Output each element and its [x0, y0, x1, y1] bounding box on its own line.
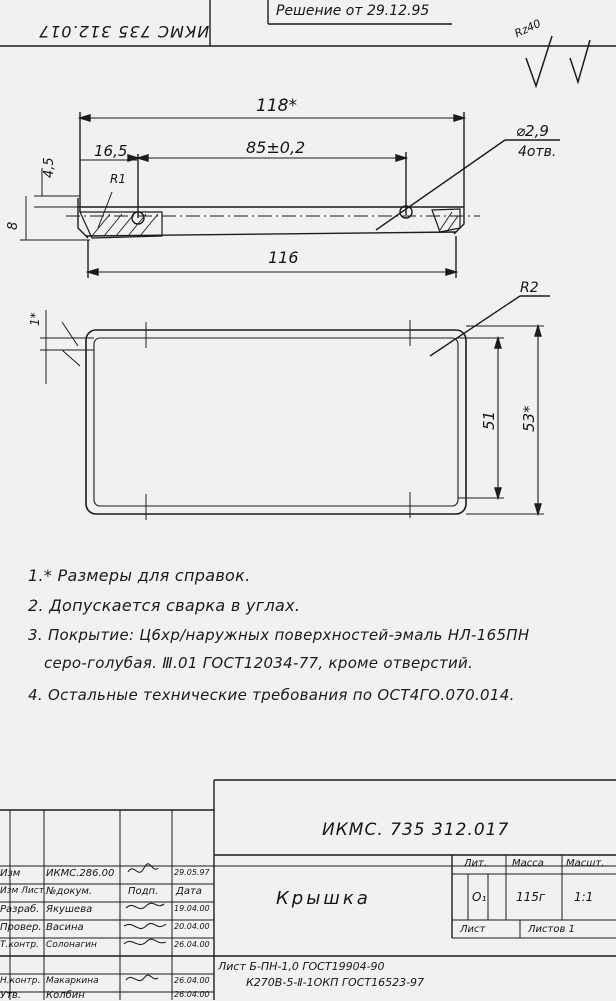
lit-value: О₁	[472, 890, 487, 904]
material-line-1: Лист Б-ПН-1,0 ГОСТ19904-90	[218, 960, 385, 973]
dim-height-small: 4,5	[42, 157, 57, 178]
dim-radius-inner: R1	[110, 172, 126, 186]
row-role: Т.контр.	[0, 940, 40, 950]
row-role: Разраб.	[0, 904, 40, 915]
designation: ИКМС. 735 312.017	[322, 820, 510, 840]
dim-overall-length: 118*	[256, 96, 297, 116]
row-name: Макаркина	[46, 976, 99, 986]
sign-label: Подп.	[128, 886, 159, 897]
row-date: Дата	[176, 886, 202, 897]
sheets-label: Листов 1	[528, 924, 575, 935]
sheet-label: Лист	[460, 924, 486, 935]
row-date: 26.04.00	[174, 990, 210, 999]
dim-height-total: 8	[6, 221, 21, 230]
plan-view	[40, 295, 550, 520]
row-role: Провер.	[0, 922, 42, 933]
scale-value: 1:1	[574, 890, 594, 904]
row-role: Утв.	[0, 990, 21, 1001]
dim-wall-ref: 1*	[28, 312, 42, 326]
row-date: 29.05.97	[174, 868, 210, 877]
note-1: 1.* Размеры для справок.	[28, 566, 251, 585]
mass-label: Масса	[512, 858, 544, 869]
note-4: 4. Остальные технические требования по О…	[28, 686, 515, 704]
revision-note: Решение от 29.12.95	[276, 3, 430, 19]
row-date: 26.04.00	[174, 940, 210, 949]
row-name: Колбин	[46, 990, 85, 1001]
note-3-cont: серо-голубая. Ⅲ.01 ГОСТ12034-77, кроме о…	[44, 654, 474, 672]
side-view	[20, 112, 560, 278]
row-date: 20.04.00	[174, 922, 210, 931]
scale-label: Масшт.	[566, 858, 605, 869]
material-line-2: К270В-5-Ⅱ-1ОКП ГОСТ16523-97	[246, 976, 425, 989]
dim-hole-diameter: ⌀2,9	[516, 122, 549, 140]
dim-inner-width: 51	[480, 410, 498, 430]
row-role: Н.контр.	[0, 976, 41, 986]
row-role: Изм Лист	[0, 886, 44, 896]
dim-base-length: 116	[268, 248, 299, 267]
lit-label: Лит.	[464, 858, 488, 869]
dim-hole-count: 4отв.	[518, 144, 557, 160]
roughness-symbol	[525, 35, 591, 89]
row-name: Якушева	[46, 904, 93, 915]
row-date: 26.04.00	[174, 976, 210, 985]
row-role: Изм	[0, 868, 21, 879]
dim-hole-spacing: 85±0,2	[246, 138, 306, 157]
dim-hole-offset: 16,5	[94, 142, 128, 160]
note-2: 2. Допускается сварка в углах.	[28, 596, 301, 615]
note-3: 3. Покрытие: Ц6хр/наружных поверхностей-…	[28, 626, 530, 644]
row-name: Васина	[46, 922, 84, 933]
title-block-grid	[0, 779, 616, 1000]
row-name: Солонагин	[46, 940, 97, 950]
dim-outer-width: 53*	[520, 405, 538, 432]
part-name: Крышка	[276, 888, 371, 909]
row-name: №докум.	[46, 886, 93, 897]
dim-radius-corner: R2	[520, 280, 539, 296]
mirrored-doc-code: ИКМС 735 312.017	[38, 22, 210, 41]
row-date: 19.04.00	[174, 904, 210, 913]
row-name: ИКМС.286.00	[46, 868, 115, 879]
mass-value: 115г	[516, 890, 546, 904]
